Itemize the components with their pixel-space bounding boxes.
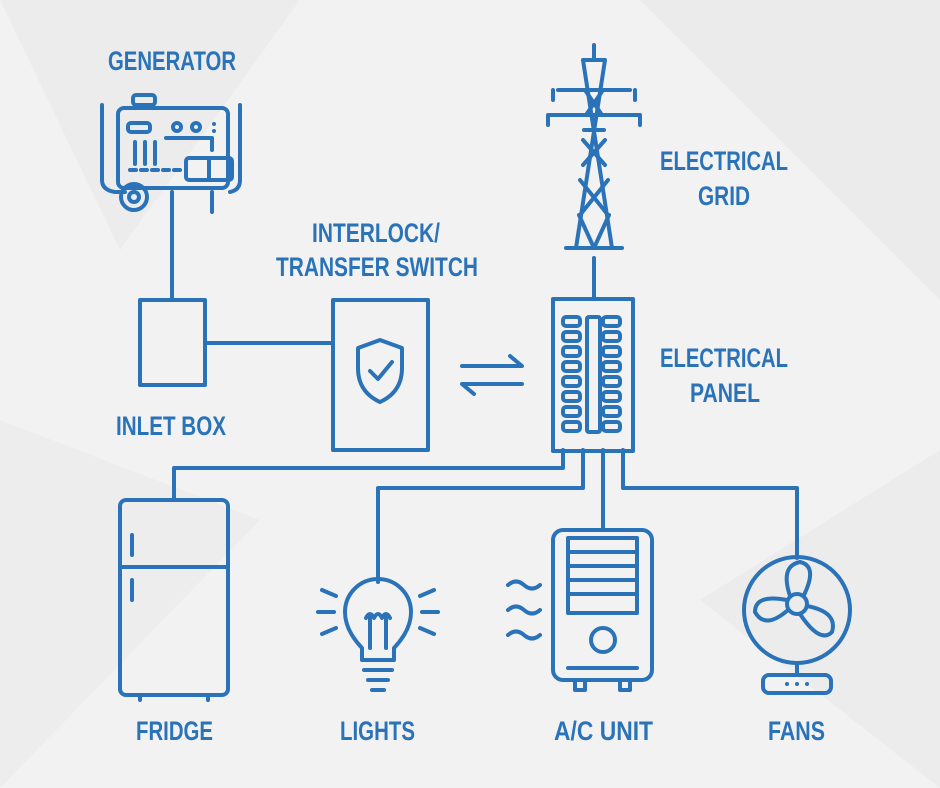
breaker-switch — [601, 360, 622, 373]
generator-icon — [100, 93, 242, 214]
breaker-switch — [601, 420, 622, 433]
generator-label: GENERATOR — [108, 46, 236, 76]
grid-label-line2: GRID — [698, 181, 750, 211]
fan-icon — [742, 555, 852, 695]
panel-label-line1: ELECTRICAL — [660, 343, 788, 373]
grid-label-line1: ELECTRICAL — [660, 146, 788, 176]
inlet-box-label: INLET BOX — [116, 411, 226, 441]
breaker-switch — [561, 375, 582, 388]
breaker-switch — [601, 390, 622, 403]
inlet-box-icon — [138, 298, 207, 387]
switch-label-line2: TRANSFER SWITCH — [276, 252, 478, 282]
swap-arrows-icon — [460, 354, 524, 396]
breaker-switch — [561, 330, 582, 343]
breaker-switch — [601, 375, 622, 388]
breaker-switch — [601, 315, 622, 328]
panel-label-line2: PANEL — [690, 378, 760, 408]
switch-label-line1: INTERLOCK/ — [312, 218, 440, 248]
transfer-switch-icon — [331, 298, 430, 452]
breaker-switch — [561, 315, 582, 328]
breaker-switch — [561, 390, 582, 403]
breaker-switch — [601, 330, 622, 343]
light-bulb-icon — [316, 577, 440, 692]
breaker-switch — [601, 405, 622, 418]
breaker-switch — [561, 420, 582, 433]
fridge-label: FRIDGE — [136, 716, 213, 746]
fans-label: FANS — [768, 716, 825, 746]
lights-label: LIGHTS — [340, 716, 415, 746]
electrical-panel-icon — [551, 297, 635, 453]
power-tower-icon — [546, 43, 642, 250]
ac-unit-icon — [506, 528, 654, 692]
ac-unit-label: A/C UNIT — [554, 716, 653, 746]
breaker-switch — [601, 345, 622, 358]
breaker-switch — [561, 345, 582, 358]
connection-wires — [170, 210, 799, 584]
breaker-switch — [561, 405, 582, 418]
fridge-icon — [118, 498, 230, 702]
breaker-switch — [561, 360, 582, 373]
